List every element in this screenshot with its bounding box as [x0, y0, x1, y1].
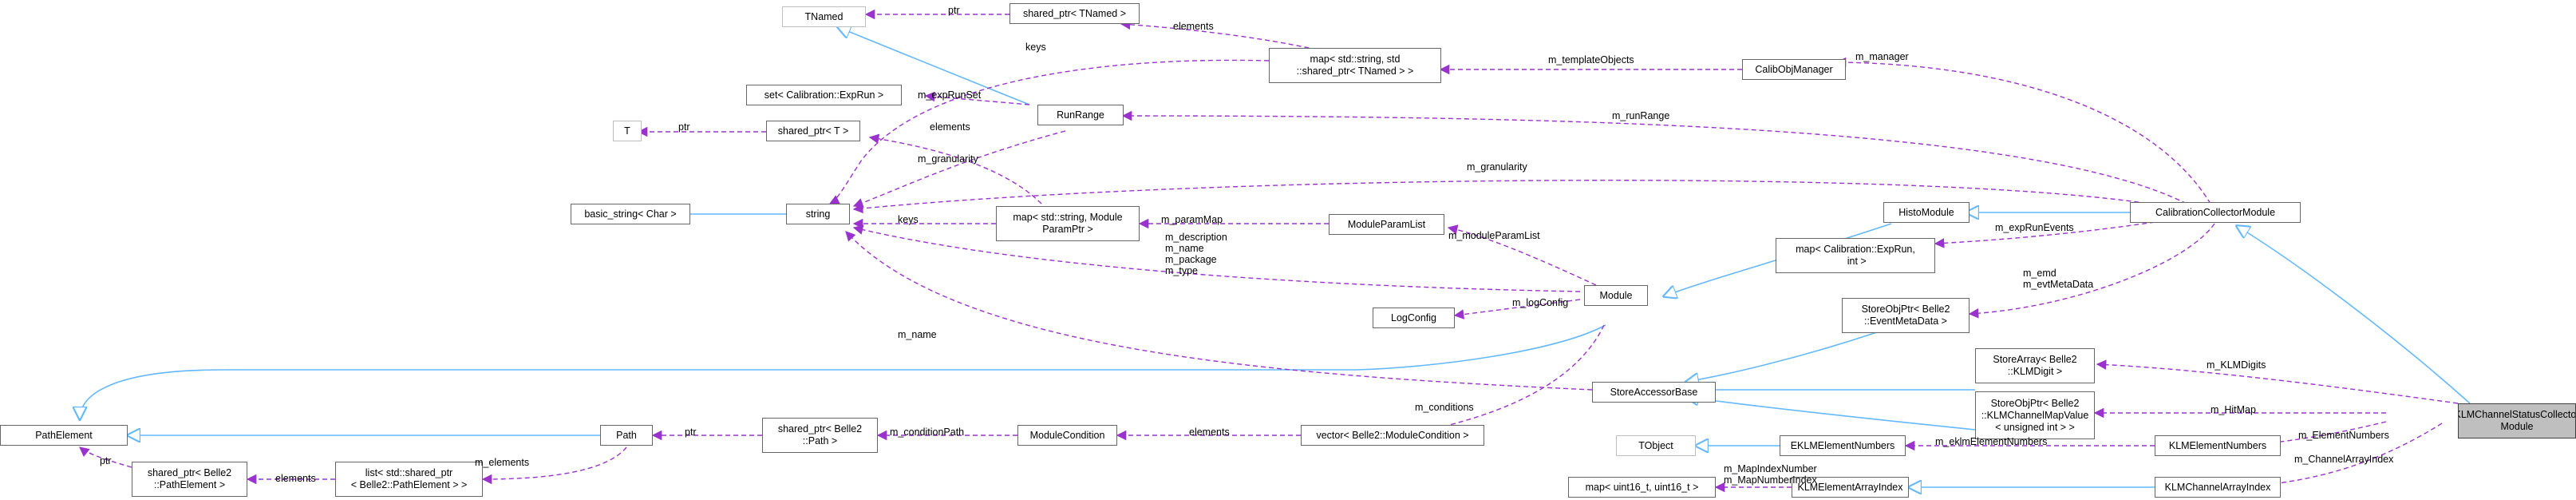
node-logconfig[interactable]: LogConfig — [1373, 308, 1455, 328]
edge-calibcollector-map-exprun — [1934, 221, 2155, 248]
label-m-channelarrayindex: m_ChannelArrayIndex — [2294, 454, 2394, 465]
edge-map-tnamed-shared-ptr — [1120, 19, 1318, 50]
edge-module-vector-conditions — [1399, 324, 1605, 439]
label-m-emd-group: m_emd m_evtMetaData — [2023, 268, 2094, 290]
node-pathelement[interactable]: PathElement — [0, 425, 128, 446]
node-shared-ptr-t[interactable]: shared_ptr< T > — [766, 121, 860, 141]
edge-path-list — [481, 446, 627, 485]
node-klmelementarrayindex[interactable]: KLMElementArrayIndex — [1792, 477, 1909, 498]
edge-calibcollector-runrange — [1121, 110, 2187, 204]
edge-histomodule-module — [1664, 223, 1892, 296]
edge-module-string — [852, 224, 1581, 292]
label-elements-list: elements — [275, 473, 316, 484]
node-shared-ptr-pathelement[interactable]: shared_ptr< Belle2 ::PathElement > — [132, 462, 247, 497]
node-string[interactable]: string — [786, 204, 850, 224]
node-tobject[interactable]: TObject — [1616, 435, 1696, 456]
node-shared-ptr-path[interactable]: shared_ptr< Belle2 ::Path > — [762, 418, 878, 453]
edge-shared-ptr-pathelement-pathelement — [79, 446, 132, 468]
edge-runrange-set — [924, 91, 1030, 105]
edge-klmchannelstatus-klmchannelarrayindex — [2233, 423, 2443, 492]
label-m-exprunset: m_expRunSet — [918, 89, 982, 101]
label-m-elementnumbers: m_ElementNumbers — [2298, 430, 2389, 441]
edge-calibcollector-calibobj — [1835, 57, 2211, 204]
node-eklmelementnumbers[interactable]: EKLMElementNumbers — [1780, 435, 1906, 456]
edge-calibcollector-eventmetadata — [1968, 223, 2215, 319]
edge-module-logconfig — [1453, 299, 1581, 319]
label-elements-t: elements — [930, 121, 970, 133]
label-m-logconfig: m_logConfig — [1512, 297, 1569, 308]
edge-module-moduleparamlist — [1447, 224, 1597, 286]
label-ptr-path: ptr — [685, 427, 697, 438]
node-t[interactable]: T — [613, 121, 642, 141]
label-m-templateobjects: m_templateObjects — [1548, 54, 1634, 65]
label-m-description-group: m_description m_name m_package m_type — [1165, 232, 1227, 276]
label-ptr-pathelement: ptr — [100, 455, 112, 466]
node-moduleparamlist[interactable]: ModuleParamList — [1329, 214, 1444, 235]
label-m-conditionpath: m_conditionPath — [890, 427, 965, 438]
node-klmchannelstatuscollectormodule[interactable]: KLMChannelStatusCollector Module — [2458, 403, 2576, 438]
node-shared-ptr-tnamed[interactable]: shared_ptr< TNamed > — [1009, 3, 1140, 24]
edge-tnamed-runrange — [838, 27, 1030, 105]
node-calibobjmanager[interactable]: CalibObjManager — [1742, 59, 1846, 80]
node-map-string-tnamed[interactable]: map< std::string, std ::shared_ptr< TNam… — [1269, 48, 1441, 83]
edge-runrange-string — [852, 130, 1066, 208]
node-klmelementnumbers[interactable]: KLMElementNumbers — [2155, 435, 2281, 456]
edge-klmchannelstatus-klmdigit — [2096, 359, 2459, 404]
node-list-shared-ptr-pathelement[interactable]: list< std::shared_ptr < Belle2::PathElem… — [335, 462, 483, 497]
label-m-hitmap: m_HitMap — [2211, 404, 2256, 415]
node-basic-string[interactable]: basic_string< Char > — [571, 204, 690, 224]
node-modulecondition[interactable]: ModuleCondition — [1017, 425, 1117, 446]
edge-map-tnamed-string — [828, 59, 1270, 204]
label-elements-conditions: elements — [1189, 427, 1230, 438]
edge-klmchannelstatus-calibrationcollector — [2237, 226, 2471, 404]
edge-map-param-shared-ptr-t — [868, 133, 1042, 204]
node-calibrationcollectormodule[interactable]: CalibrationCollectorModule — [2130, 202, 2301, 223]
label-m-parammap: m_paramMap — [1161, 214, 1223, 225]
label-elements-tnamed: elements — [1173, 21, 1214, 32]
node-map-string-moduleparamptr[interactable]: map< std::string, Module ParamPtr > — [996, 206, 1140, 241]
label-m-granularity-runrange: m_granularity — [918, 153, 978, 165]
node-module[interactable]: Module — [1584, 285, 1648, 306]
label-m-klmdigits: m_KLMDigits — [2207, 359, 2266, 371]
label-m-manager: m_manager — [1855, 51, 1909, 62]
node-map-exprun-int[interactable]: map< Calibration::ExpRun, int > — [1776, 238, 1935, 273]
label-m-runrange: m_runRange — [1612, 110, 1670, 121]
label-m-eklmelementnumbers: m_eklmElementNumbers — [1935, 436, 2048, 447]
node-runrange[interactable]: RunRange — [1037, 105, 1124, 125]
label-m-moduleparamlist: m_moduleParamList — [1448, 230, 1540, 241]
node-klmchannelarrayindex[interactable]: KLMChannelArrayIndex — [2155, 477, 2281, 498]
node-storearray-klmdigit[interactable]: StoreArray< Belle2 ::KLMDigit > — [1975, 348, 2095, 383]
label-keys-tnamed: keys — [1025, 42, 1046, 53]
node-storeobjptr-klmchannelmapvalue[interactable]: StoreObjPtr< Belle2 ::KLMChannelMapValue… — [1975, 391, 2095, 439]
node-storeobjptr-eventmetadata[interactable]: StoreObjPtr< Belle2 ::EventMetaData > — [1842, 298, 1970, 333]
label-m-granularity-collector: m_granularity — [1467, 161, 1527, 173]
edge-storeaccessor-string — [845, 231, 1593, 391]
edge-eventmetadata-storeaccessor — [1686, 331, 1880, 382]
label-ptr-t: ptr — [678, 121, 690, 133]
node-path[interactable]: Path — [600, 425, 653, 446]
label-keys-param: keys — [898, 214, 919, 225]
label-m-exprunevents: m_expRunEvents — [1995, 222, 2074, 233]
label-m-elements: m_elements — [475, 457, 530, 468]
edge-module-pathelement — [80, 324, 1606, 419]
node-vector-modulecondition[interactable]: vector< Belle2::ModuleCondition > — [1301, 425, 1484, 446]
label-ptr-tnamed: ptr — [948, 5, 960, 16]
node-tnamed[interactable]: TNamed — [782, 6, 866, 27]
node-map-uint16[interactable]: map< uint16_t, uint16_t > — [1568, 477, 1716, 498]
node-histomodule[interactable]: HistoModule — [1883, 202, 1970, 223]
label-m-conditions: m_conditions — [1415, 402, 1474, 413]
edge-klmchannelmapvalue-storeaccessor — [1686, 397, 1976, 431]
label-m-mapindexnumber-group: m_MapIndexNumber m_MapNumberIndex — [1724, 463, 1817, 486]
label-m-name: m_name — [898, 329, 937, 340]
node-set-exprun[interactable]: set< Calibration::ExpRun > — [746, 85, 902, 105]
edge-calibcollector-string — [852, 180, 2155, 214]
node-storeaccessorbase[interactable]: StoreAccessorBase — [1592, 382, 1716, 403]
